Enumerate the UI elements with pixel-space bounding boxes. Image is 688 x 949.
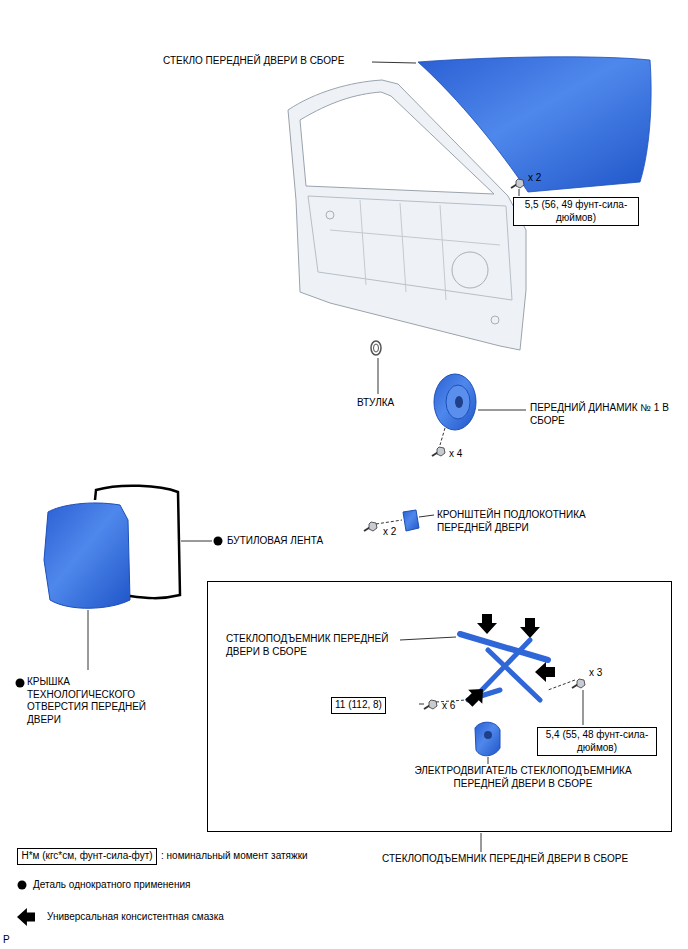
front-door-glass xyxy=(511,179,524,188)
assembly-group-box: СТЕКЛОПОДЪЕМНИК ПЕРЕДНЕЙ ДВЕРИ В СБОРЕ 11… xyxy=(207,581,672,832)
torque-value: 5,5 (56, 49 фунт-сила-дюймов) xyxy=(517,199,635,224)
front-door-glass xyxy=(519,189,520,196)
torque-value: 5,4 (55, 48 фунт-сила-дюймов) xyxy=(541,729,653,754)
window-regulator xyxy=(460,634,548,660)
front-speaker xyxy=(440,428,445,445)
legend-text: : номинальный момент затяжки xyxy=(161,850,308,863)
grease-arrows xyxy=(462,614,555,710)
door-panel xyxy=(330,200,500,300)
window-regulator xyxy=(548,680,575,690)
quantity-label: x 3 xyxy=(589,667,602,680)
front-speaker xyxy=(446,385,470,419)
window-regulator xyxy=(424,700,437,709)
window-regulator xyxy=(481,833,482,852)
quantity-label: x 2 xyxy=(528,172,541,185)
window-regulator xyxy=(419,704,424,705)
door-panel xyxy=(491,316,499,324)
torque-value: 11 (112, 8) xyxy=(335,699,382,712)
part-label: ВТУЛКА xyxy=(357,397,394,410)
window-regulator xyxy=(583,690,584,725)
grease-arrows xyxy=(462,682,490,710)
legend-torque-box: Н*м (кгс*см, фунт-сила-фут) xyxy=(17,848,157,865)
legend-symbols xyxy=(17,908,35,926)
bushing xyxy=(374,344,379,352)
legend-text: Деталь однократного применения xyxy=(33,879,190,892)
part-label: ЭЛЕКТРОДВИГАТЕЛЬ СТЕКЛОПОДЪЕМНИКА ПЕРЕДН… xyxy=(392,765,654,790)
window-regulator xyxy=(475,722,500,756)
service-hole-cover xyxy=(214,537,223,546)
legend-symbols xyxy=(18,881,27,890)
part-label: СТЕКЛО ПЕРЕДНЕЙ ДВЕРИ В СБОРЕ xyxy=(163,55,344,68)
service-hole-cover xyxy=(44,503,130,608)
front-door-glass xyxy=(372,62,416,63)
part-label: КРЫШКА ТЕХНОЛОГИЧЕСКОГО ОТВЕРСТИЯ ПЕРЕДН… xyxy=(27,676,159,726)
window-regulator xyxy=(488,757,489,764)
grease-arrows xyxy=(477,614,497,634)
bushing xyxy=(371,341,381,394)
front-speaker xyxy=(478,410,526,411)
bushing xyxy=(378,358,379,394)
torque-spec-box: 5,5 (56, 49 фунт-сила-дюймов) xyxy=(513,197,639,226)
front-speaker xyxy=(432,447,445,456)
front-speaker xyxy=(432,374,526,456)
grease-arrows xyxy=(520,618,540,638)
grease-arrows xyxy=(535,662,555,682)
armrest-bracket xyxy=(364,510,434,531)
front-door-glass xyxy=(418,57,651,192)
bushing xyxy=(371,341,381,355)
door-panel xyxy=(308,196,512,300)
quantity-label: x 6 xyxy=(442,700,455,713)
torque-spec-box: 11 (112, 8) xyxy=(331,697,386,714)
quantity-label: x 2 xyxy=(383,526,396,539)
door-panel xyxy=(326,211,334,219)
part-label: БУТИЛОВАЯ ЛЕНТА xyxy=(227,535,323,548)
legend-symbols xyxy=(17,881,35,927)
figure-code: P xyxy=(3,934,10,947)
service-hole-cover xyxy=(95,486,180,598)
part-label: КРОНШТЕЙН ПОДЛОКОТНИКА ПЕРЕДНЕЙ ДВЕРИ xyxy=(437,509,612,534)
window-regulator xyxy=(572,679,585,688)
service-hole-cover xyxy=(88,610,89,670)
window-regulator xyxy=(400,637,456,640)
armrest-bracket xyxy=(403,510,419,531)
door-panel xyxy=(452,252,488,288)
service-hole-cover xyxy=(16,679,25,688)
torque-spec-box: 5,4 (55, 48 фунт-сила-дюймов) xyxy=(537,727,657,756)
service-hole-cover xyxy=(181,541,212,542)
armrest-bracket xyxy=(364,522,377,531)
torque-value: Н*м (кгс*см, фунт-сила-фут) xyxy=(21,850,152,863)
front-speaker xyxy=(434,374,476,430)
front-speaker xyxy=(455,396,463,408)
part-label: ПЕРЕДНИЙ ДИНАМИК № 1 В СБОРЕ xyxy=(530,402,680,427)
quantity-label: x 4 xyxy=(449,448,462,461)
service-hole-cover xyxy=(16,486,223,688)
part-label: СТЕКЛОПОДЪЕМНИК ПЕРЕДНЕЙ ДВЕРИ В СБОРЕ xyxy=(226,633,416,658)
front-door-glass xyxy=(372,57,651,196)
armrest-bracket xyxy=(376,520,402,524)
legend-text: Универсальная консистентная смазка xyxy=(47,911,224,924)
window-regulator xyxy=(484,731,492,739)
group-title: СТЕКЛОПОДЪЕМНИК ПЕРЕДНЕЙ ДВЕРИ В СБОРЕ xyxy=(382,853,582,866)
armrest-bracket xyxy=(419,515,434,517)
